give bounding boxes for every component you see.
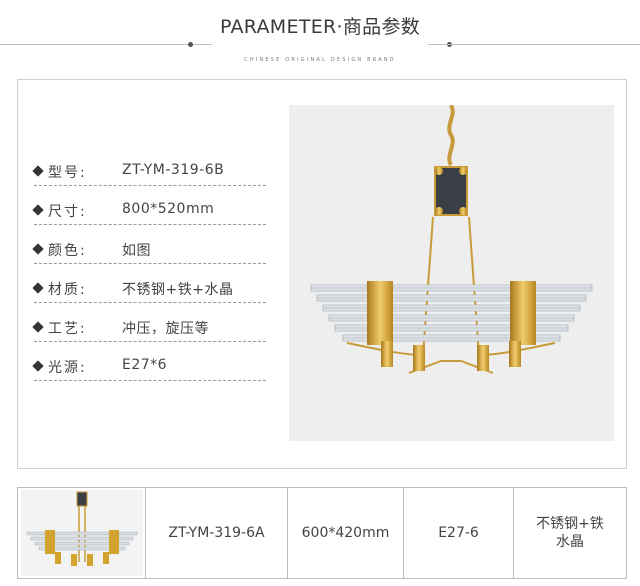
spec-value: 不锈钢+铁+水晶 (122, 282, 234, 298)
variant-table: ZT-YM-319-6A 600*420mm E27-6 不锈钢+铁水晶 (17, 487, 627, 579)
variant-size: 600*420mm (288, 488, 404, 578)
header-divider-left (0, 44, 212, 45)
spec-label: 材质: (48, 282, 87, 298)
spec-label: 颜色: (48, 243, 87, 259)
brand-subtitle: CHINESE ORIGINAL DESIGN BRAND (244, 57, 396, 63)
spec-row-process: 工艺: 冲压，旋压等 (32, 316, 266, 342)
bullet-diamond-icon (32, 282, 44, 294)
spec-row-size: 尺寸: 800*520mm (32, 199, 266, 225)
spec-row-material: 材质: 不锈钢+铁+水晶 (32, 277, 266, 303)
variant-material: 不锈钢+铁水晶 (536, 516, 604, 550)
variant-model: ZT-YM-319-6A (146, 488, 288, 578)
spec-label: 光源: (48, 360, 87, 376)
section-title: PARAMETER·商品参数 (219, 16, 421, 38)
spec-value: 如图 (122, 243, 151, 259)
section-header: PARAMETER·商品参数 CHINESE ORIGINAL DESIGN B… (0, 0, 640, 80)
bullet-diamond-icon (32, 243, 44, 255)
spec-row-color: 颜色: 如图 (32, 238, 266, 264)
bullet-diamond-icon (32, 204, 44, 216)
chandelier-thumbnail-illustration (26, 491, 137, 566)
spec-row-model: 型号: ZT-YM-319-6B (32, 160, 266, 186)
variant-light-source: E27-6 (404, 488, 514, 578)
spec-label: 型号: (48, 165, 87, 181)
bullet-diamond-icon (32, 360, 44, 372)
spec-value: ZT-YM-319-6B (122, 162, 225, 178)
header-divider-right (428, 44, 640, 45)
header-dot-left (188, 42, 193, 47)
bullet-diamond-icon (32, 321, 44, 333)
spec-label: 尺寸: (48, 204, 87, 220)
spec-value: 冲压，旋压等 (122, 321, 209, 337)
variant-thumbnail (20, 490, 143, 576)
spec-row-light-source: 光源: E27*6 (32, 355, 266, 381)
spec-value: E27*6 (122, 357, 168, 373)
chandelier-illustration (310, 103, 593, 374)
bullet-diamond-icon (32, 165, 44, 177)
spec-label: 工艺: (48, 321, 87, 337)
product-photo (289, 103, 614, 441)
variant-thumbnail-cell (18, 488, 146, 578)
spec-value: 800*520mm (122, 201, 215, 217)
